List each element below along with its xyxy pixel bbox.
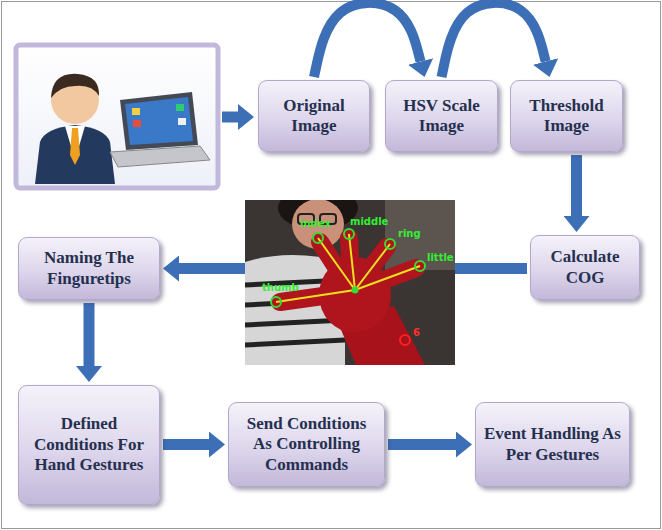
user-icon: [16, 45, 218, 188]
flow-arrow: [442, 3, 546, 77]
laptop-screen-frame: [120, 92, 198, 150]
tie: [70, 128, 80, 165]
finger-label: index: [300, 218, 331, 229]
process-box: Event Handling As Per Gestures: [475, 402, 630, 487]
suit: [35, 125, 115, 184]
wrist-marker: [400, 335, 410, 345]
box-text: Calculate COG: [539, 247, 631, 288]
process-box: Calculate COG: [530, 235, 640, 300]
wall: [385, 200, 455, 270]
box-text: Threshold Image: [519, 96, 614, 137]
finger-label: middle: [350, 216, 388, 227]
flow-arrow: [314, 3, 421, 77]
hair: [51, 74, 99, 98]
desktop-icon: [176, 104, 184, 111]
box-text: Original Image: [267, 96, 361, 137]
process-box: Send Conditions As Controlling Commands: [228, 402, 385, 487]
finger-label: thumb: [262, 282, 299, 293]
flow-arrow: [163, 439, 209, 450]
laptop-base: [110, 146, 210, 167]
process-box: Naming The Finguretips: [18, 237, 160, 300]
process-box: Defined Conditions For Hand Gestures: [18, 385, 160, 505]
process-box: Original Image: [258, 80, 370, 152]
photo-background: [245, 200, 455, 365]
finger-label: 6: [413, 327, 420, 338]
box-text: Defined Conditions For Hand Gestures: [27, 414, 151, 475]
desktop-icon: [178, 118, 186, 125]
laptop-screen: [125, 97, 193, 145]
flow-arrow: [571, 155, 582, 216]
desktop-icon: [132, 108, 140, 115]
box-text: HSV Scale Image: [394, 96, 489, 137]
palm: [319, 257, 391, 333]
process-box: Threshold Image: [510, 80, 623, 152]
flow-arrow: [84, 303, 95, 366]
icon-frame: [16, 45, 218, 188]
photo-content: [245, 200, 455, 365]
finger-label: little: [427, 252, 454, 263]
desktop-icon: [133, 120, 141, 127]
box-text: Send Conditions As Controlling Commands: [237, 414, 376, 475]
box-text: Naming The Finguretips: [27, 248, 151, 289]
process-box: HSV Scale Image: [385, 80, 498, 152]
flow-arrow: [388, 439, 456, 450]
fingertip-markers: [271, 229, 425, 307]
box-text: Event Handling As Per Gestures: [484, 424, 621, 465]
center-of-gravity: [352, 287, 359, 294]
input-arrow: [222, 112, 238, 123]
finger-label: ring: [398, 228, 421, 239]
